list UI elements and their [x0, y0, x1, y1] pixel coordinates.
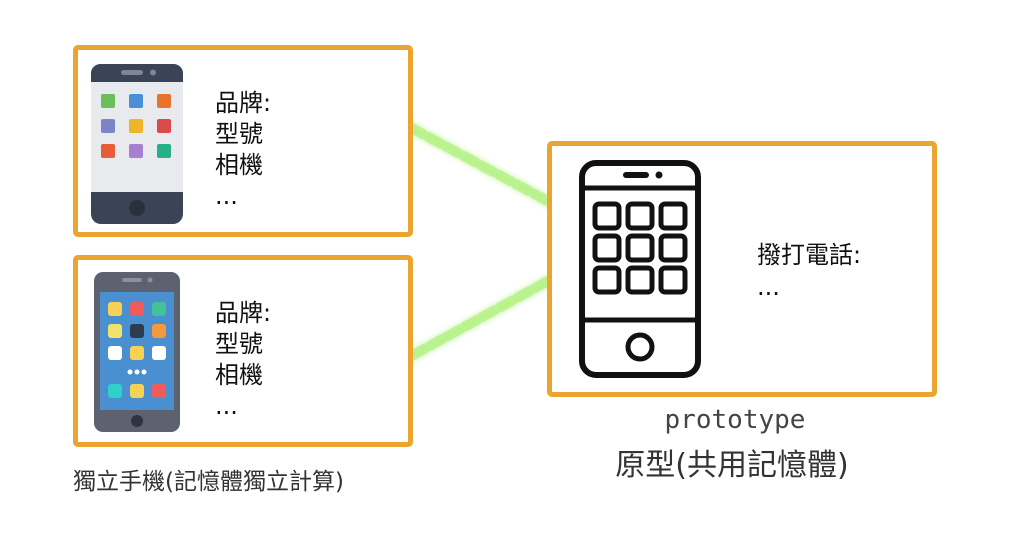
spec-brand: 品牌:: [215, 88, 271, 119]
independent-phone-card-1: 品牌: 型號 相機 ...: [73, 45, 413, 237]
prototype-caption-chinese: 原型(共用記憶體): [562, 440, 902, 484]
independent-phones-caption: 獨立手機(記憶體獨立計算): [73, 462, 344, 496]
phone-spec-list: 品牌: 型號 相機 ...: [215, 88, 271, 212]
spec-camera: 相機: [215, 360, 271, 391]
prototype-caption-english: prototype: [580, 405, 890, 435]
spec-brand: 品牌:: [215, 298, 271, 329]
spec-camera: 相機: [215, 150, 271, 181]
chain-link-bottom: [395, 270, 568, 365]
spec-model: 型號: [215, 329, 271, 360]
method-make-call: 撥打電話:: [757, 239, 861, 271]
spec-ellipsis: ...: [215, 181, 271, 212]
prototype-method-list: 撥打電話: ...: [757, 239, 861, 303]
blue-phone-icon: [94, 272, 180, 432]
phone-spec-list: 品牌: 型號 相機 ...: [215, 298, 271, 422]
spec-model: 型號: [215, 119, 271, 150]
spec-ellipsis: ...: [215, 391, 271, 422]
colorful-phone-icon: [91, 64, 183, 224]
prototype-card: 撥打電話: ...: [547, 141, 937, 397]
method-ellipsis: ...: [757, 271, 861, 303]
phone-outline-icon: [579, 160, 701, 378]
independent-phone-card-2: 品牌: 型號 相機 ...: [73, 255, 413, 447]
chain-link-top: [393, 118, 570, 213]
